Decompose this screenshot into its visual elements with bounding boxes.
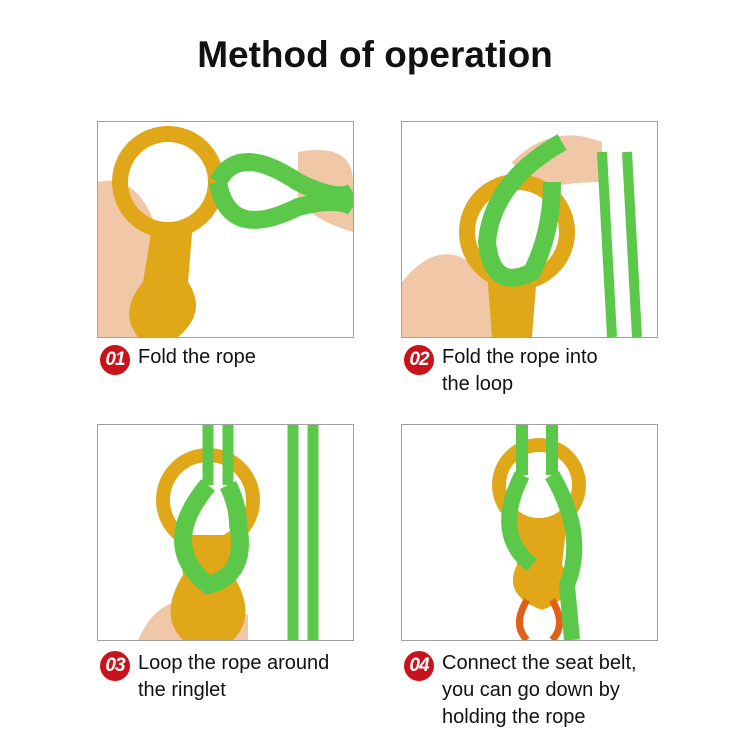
step-number-badge: 03: [100, 651, 130, 681]
step-2-photo: [401, 121, 658, 338]
step-4: 04 Connect the seat belt, you can go dow…: [404, 650, 637, 731]
step-caption: Fold the rope into the loop: [442, 346, 598, 395]
step-caption: Fold the rope: [138, 346, 256, 368]
step-1-photo: [97, 121, 354, 338]
step-number-badge: 04: [404, 651, 434, 681]
page-title: Method of operation: [197, 34, 553, 75]
step-2: 02 Fold the rope into the loop: [404, 344, 598, 398]
step-1: 01 Fold the rope: [100, 344, 256, 375]
step-number-badge: 02: [404, 345, 434, 375]
step-caption: Loop the rope around the ringlet: [138, 652, 330, 701]
step-3-photo: [97, 424, 354, 641]
step-caption: Connect the seat belt, you can go down b…: [442, 652, 637, 728]
step-3: 03 Loop the rope around the ringlet: [100, 650, 329, 704]
step-4-photo: [401, 424, 658, 641]
step-number-badge: 01: [100, 345, 130, 375]
